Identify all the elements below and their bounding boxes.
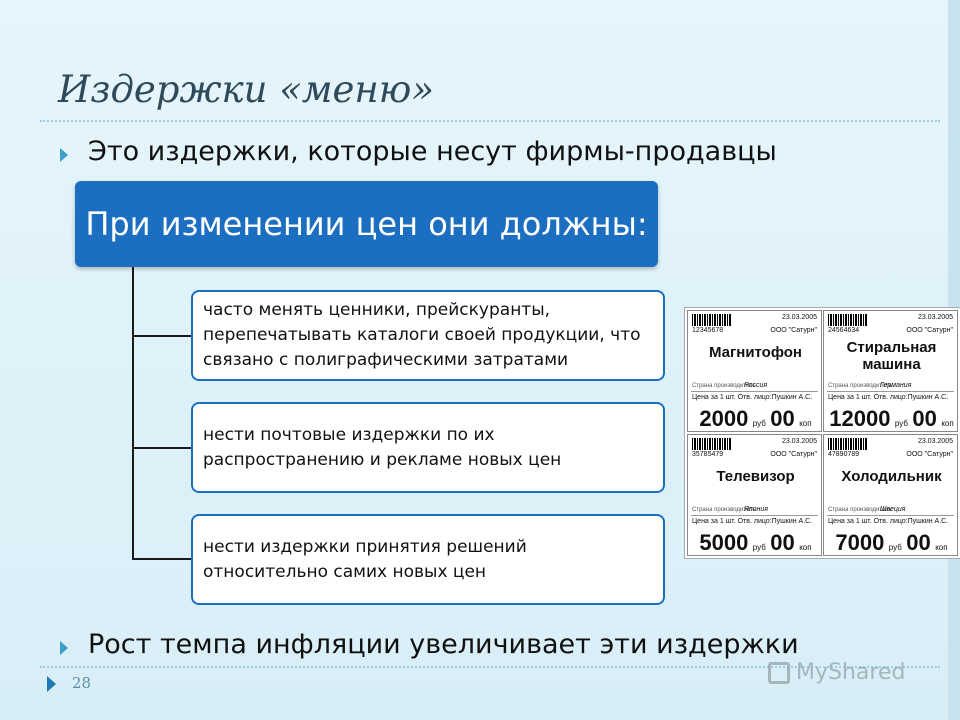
bullet-arrow-icon	[60, 641, 68, 655]
bullet-text-1: Это издержки, которые несут фирмы-продав…	[88, 136, 777, 167]
tag-code: 35785479	[692, 451, 724, 458]
tag-product-name: Холодильник	[841, 468, 942, 485]
tag-info: Цена за 1 шт. Отв. лицо:Пушкин А.С.	[828, 518, 949, 525]
tag-code: 12345678	[692, 327, 724, 334]
price-tag-3: 35785479 23.03.2005 ООО "Сатурн" Телевиз…	[687, 434, 822, 556]
child-box-1-text: часто менять ценники, прейскуранты, пере…	[203, 300, 641, 370]
tag-info: Цена за 1 шт. Отв. лицо:Пушкин А.С.	[828, 394, 949, 401]
tag-date: 23.03.2005	[781, 314, 817, 321]
tag-kop: 00	[912, 406, 937, 431]
tag-separator	[827, 391, 954, 392]
tag-price: 2000	[699, 406, 749, 431]
tag-date: 23.03.2005	[917, 314, 953, 321]
page-arrow-icon	[47, 676, 56, 692]
child-box-3-text: нести издержки принятия решений относите…	[203, 536, 527, 582]
tag-kop: 00	[770, 530, 795, 555]
tag-price: 7000	[835, 530, 885, 555]
bullet-arrow-icon	[60, 148, 68, 162]
barcode-icon	[828, 314, 868, 326]
child-box-1: часто менять ценники, прейскуранты, пере…	[191, 290, 665, 381]
presentation-icon	[768, 661, 790, 684]
bullet-text-2: Рост темпа инфляции увеличивает эти изде…	[88, 629, 799, 660]
tree-connector-vertical	[132, 267, 134, 560]
price-tag-4: 47890789 23.03.2005 ООО "Сатурн" Холодил…	[823, 434, 958, 556]
tag-kop-label: коп	[799, 419, 812, 428]
tag-seller: ООО "Сатурн"	[770, 451, 817, 458]
barcode-icon	[692, 438, 732, 450]
tag-rub: руб	[894, 419, 908, 428]
tree-connector-2	[132, 447, 192, 449]
tag-country-label: Страна производитель	[828, 383, 892, 389]
child-box-3: нести издержки принятия решений относите…	[191, 514, 665, 605]
tag-date: 23.03.2005	[917, 438, 953, 445]
tag-rub: руб	[752, 419, 766, 428]
tag-price: 12000	[829, 406, 891, 431]
tag-price-row: 2000 руб 00 коп	[688, 406, 821, 431]
tag-price-row: 5000 руб 00 коп	[688, 530, 821, 555]
tag-seller: ООО "Сатурн"	[906, 327, 953, 334]
tag-rub: руб	[752, 543, 766, 552]
tag-separator	[827, 515, 954, 516]
price-tag-2: 24564634 23.03.2005 ООО "Сатурн" Стираль…	[823, 310, 958, 432]
page-number: 28	[72, 674, 92, 692]
tag-separator	[691, 515, 818, 516]
price-tags-image: 12345678 23.03.2005 ООО "Сатурн" Магнито…	[684, 307, 960, 559]
tag-rub: руб	[888, 543, 902, 552]
tag-price-row: 7000 руб 00 коп	[824, 530, 957, 555]
tree-connector-1	[132, 335, 192, 337]
tag-country: Германия	[880, 382, 912, 389]
tag-seller: ООО "Сатурн"	[906, 451, 953, 458]
barcode-icon	[692, 314, 732, 326]
tag-product-name: Магнитофон	[708, 344, 802, 361]
barcode-icon	[828, 438, 868, 450]
tag-country-label: Страна производитель	[692, 507, 756, 513]
title-divider	[40, 120, 940, 122]
tag-seller: ООО "Сатурн"	[770, 327, 817, 334]
tag-info: Цена за 1 шт. Отв. лицо:Пушкин А.С.	[692, 518, 813, 525]
watermark: MyShared	[768, 660, 905, 685]
tag-product-name: Телевизор	[716, 468, 795, 485]
tag-kop-label: коп	[935, 543, 948, 552]
tag-price-row: 12000 руб 00 коп	[824, 406, 957, 431]
price-tag-1: 12345678 23.03.2005 ООО "Сатурн" Магнито…	[687, 310, 822, 432]
child-box-2: нести почтовые издержки по их распростра…	[191, 402, 665, 493]
slide-title: Издержки «меню»	[58, 68, 435, 111]
tag-country-label: Страна производитель	[692, 383, 756, 389]
tag-product-name: Стиральная машина	[846, 339, 937, 373]
child-box-2-text: нести почтовые издержки по их распростра…	[203, 424, 562, 470]
tag-code: 47890789	[828, 451, 860, 458]
footer-divider	[40, 666, 940, 668]
tag-country: Япония	[744, 506, 769, 513]
tag-separator	[691, 391, 818, 392]
tag-kop: 00	[906, 530, 931, 555]
tag-info: Цена за 1 шт. Отв. лицо:Пушкин А.С.	[692, 394, 813, 401]
header-box: При изменении цен они должны:	[75, 181, 658, 267]
header-box-label: При изменении цен они должны:	[85, 205, 648, 243]
watermark-text: MyShared	[796, 660, 906, 685]
tag-code: 24564634	[828, 327, 860, 334]
tag-country: Россия	[744, 382, 768, 389]
tree-connector-3	[132, 558, 192, 560]
tag-country-label: Страна производитель	[828, 507, 892, 513]
tag-price: 5000	[699, 530, 749, 555]
tag-kop-label: коп	[799, 543, 812, 552]
tag-kop: 00	[770, 406, 795, 431]
tag-kop-label: коп	[941, 419, 954, 428]
tag-country: Швеция	[880, 506, 906, 513]
tag-date: 23.03.2005	[781, 438, 817, 445]
